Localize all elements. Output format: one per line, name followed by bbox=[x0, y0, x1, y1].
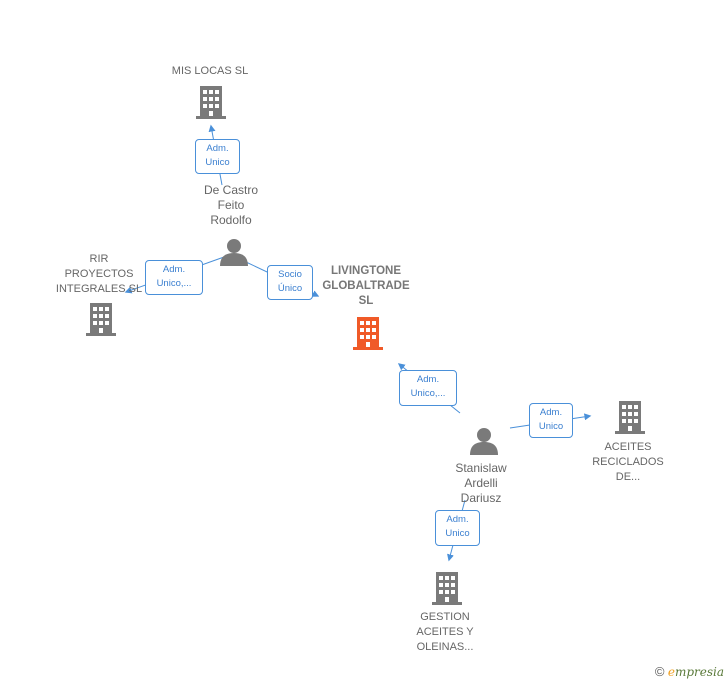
edge-label-adm-unico[interactable]: Adm. Unico,... bbox=[145, 260, 203, 295]
edge-label-adm-unico[interactable]: Adm. Unico bbox=[435, 510, 480, 546]
person-label-stanislaw[interactable]: Stanislaw Ardelli Dariusz bbox=[455, 461, 507, 505]
person-icon[interactable] bbox=[220, 239, 248, 266]
building-icon[interactable] bbox=[86, 303, 116, 336]
copyright-symbol: © bbox=[654, 664, 665, 679]
building-icon[interactable] bbox=[353, 317, 383, 350]
edge-label-socio-unico[interactable]: Socio Único bbox=[267, 265, 313, 300]
node-label-livingtone[interactable]: LIVINGTONE GLOBALTRADE SL bbox=[322, 265, 410, 307]
person-icon[interactable] bbox=[470, 428, 498, 455]
building-icon[interactable] bbox=[432, 572, 462, 605]
node-label-mis-locas[interactable]: MIS LOCAS SL bbox=[171, 65, 249, 77]
edge-label-adm-unico[interactable]: Adm. Unico bbox=[195, 139, 240, 174]
node-label-gestion[interactable]: GESTION ACEITES Y OLEINAS... bbox=[416, 611, 474, 653]
building-icon[interactable] bbox=[615, 401, 645, 434]
edge-label-adm-unico[interactable]: Adm. Unico,... bbox=[399, 370, 457, 406]
building-icon[interactable] bbox=[196, 86, 226, 119]
node-label-aceites[interactable]: ACEITES RECICLADOS DE... bbox=[592, 441, 664, 483]
footer-brand: © empresia bbox=[655, 664, 724, 679]
node-label-rir[interactable]: RIR PROYECTOS INTEGRALES SL bbox=[55, 253, 143, 295]
empresia-logo: empresia bbox=[667, 665, 724, 679]
person-label-de-castro[interactable]: De Castro Feito Rodolfo bbox=[203, 183, 259, 227]
edge-label-adm-unico[interactable]: Adm. Unico bbox=[529, 403, 573, 438]
